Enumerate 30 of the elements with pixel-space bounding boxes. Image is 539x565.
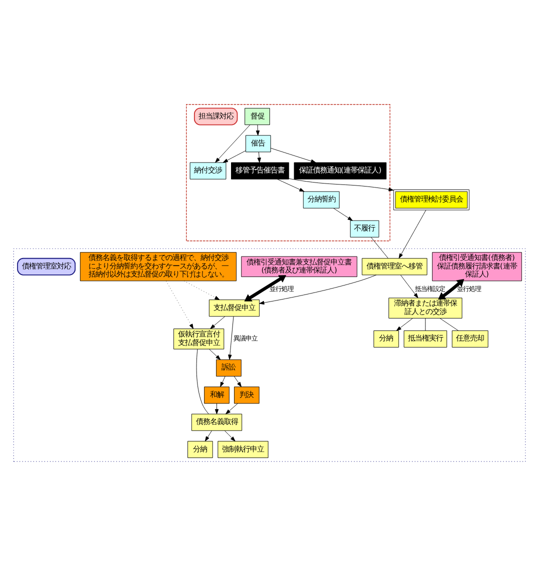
arrow (257, 151, 262, 162)
arrow (215, 124, 250, 162)
arrow (209, 348, 221, 360)
arrow (210, 316, 226, 328)
arrow (244, 274, 286, 301)
connector (440, 318, 459, 330)
arrow (398, 209, 426, 258)
arrow (396, 318, 413, 330)
arrow (270, 147, 316, 162)
arrow (256, 124, 260, 136)
arrow (204, 430, 212, 441)
arrow (259, 274, 376, 304)
arrow (214, 402, 219, 414)
arrow (224, 430, 236, 441)
arrow (226, 402, 238, 414)
arrow (184, 280, 220, 300)
connector (425, 318, 426, 330)
arrow (228, 316, 234, 360)
arrow (220, 376, 226, 387)
arrow (234, 376, 242, 387)
arrow (333, 208, 353, 220)
arrow (400, 274, 418, 298)
connector (370, 236, 388, 258)
cluster (13, 248, 526, 462)
connector (196, 348, 209, 414)
arrow (166, 280, 194, 328)
arrow (222, 150, 246, 162)
arrow (288, 178, 394, 191)
arrow (277, 178, 304, 192)
arrow (438, 278, 464, 300)
